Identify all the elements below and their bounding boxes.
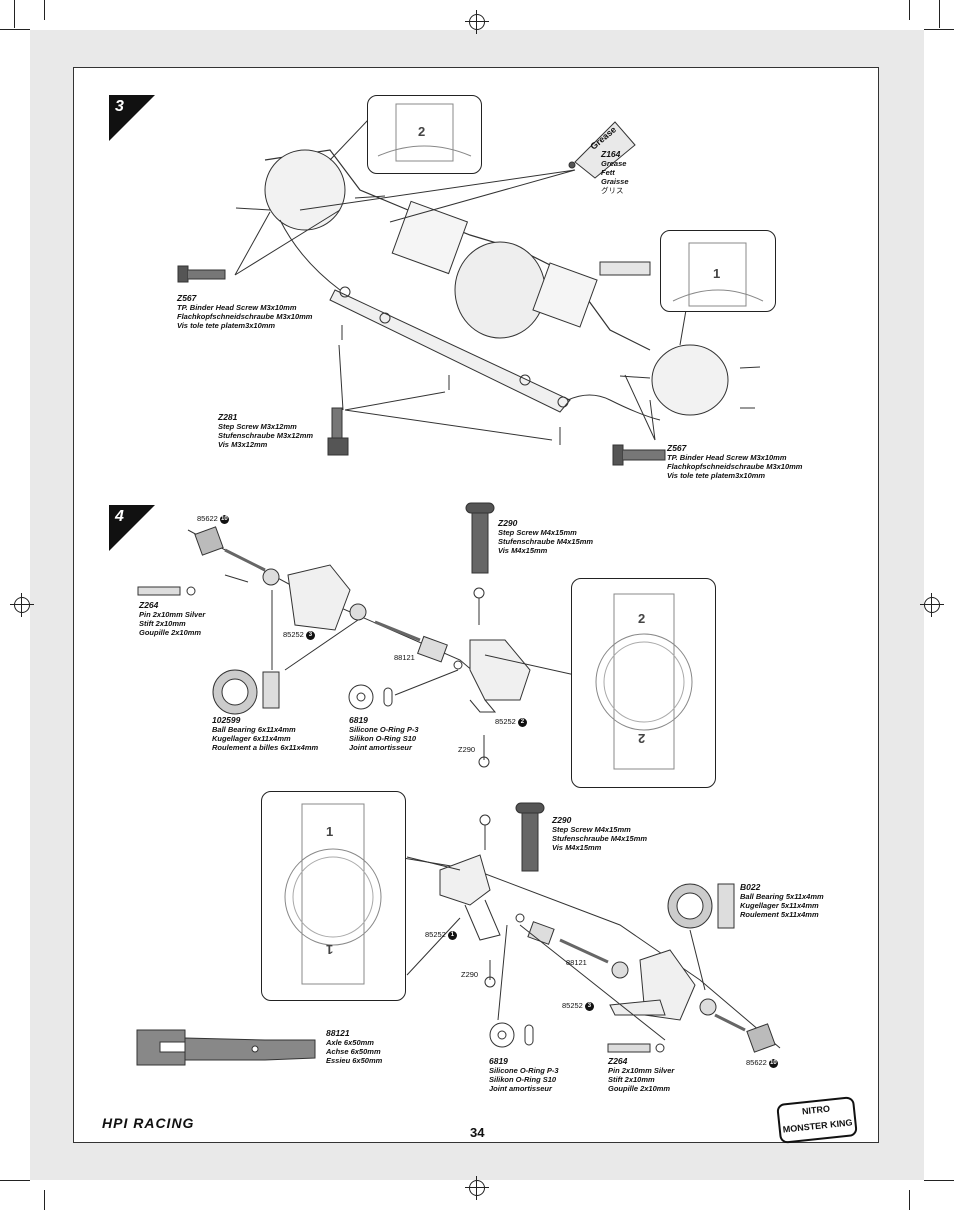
detail-inset-1: 1 <box>660 230 776 312</box>
callout: Z290 <box>461 970 479 979</box>
registration-mark-icon <box>465 1176 489 1200</box>
crop-mark <box>909 0 910 20</box>
crop-mark <box>14 0 15 28</box>
callout: Z290 <box>458 745 476 754</box>
crop-mark <box>909 1190 910 1210</box>
inset-number: 2 <box>638 611 646 626</box>
inset-number: 1 <box>326 824 334 839</box>
step-4-badge: 4 <box>109 505 155 551</box>
inset-number: 2 <box>638 731 646 746</box>
part-label-z281: Z281 Step Screw M3x12mm Stufenschraube M… <box>218 412 314 450</box>
part-label-z164: Z164 Grease Fett Graisse グリス <box>601 149 629 196</box>
crop-mark <box>939 0 940 28</box>
registration-mark-icon <box>465 10 489 34</box>
inset-number: 1 <box>326 942 334 957</box>
part-label-z290: Z290 Step Screw M4x15mm Stufenschraube M… <box>498 518 594 556</box>
registration-mark-icon <box>920 593 944 617</box>
part-label-z264: Z264 Pin 2x10mm Silver Stift 2x10mm Goup… <box>139 600 206 638</box>
crop-mark <box>0 29 30 30</box>
step-3-badge: 3 <box>109 95 155 141</box>
callout: 88121 <box>566 958 587 967</box>
crop-mark <box>924 1180 954 1181</box>
inset-number: 1 <box>713 266 721 281</box>
crop-mark <box>44 1190 45 1210</box>
crop-mark <box>924 29 954 30</box>
detail-inset-knuckle-1: 1 1 <box>261 791 406 1001</box>
part-label-z567: Z567 TP. Binder Head Screw M3x10mm Flach… <box>177 293 313 331</box>
detail-inset-2: 2 <box>367 95 482 174</box>
part-label-6819: 6819 Silicone O-Ring P-3 Silikon O-Ring … <box>349 715 419 753</box>
part-label-z290: Z290 Step Screw M4x15mm Stufenschraube M… <box>552 815 648 853</box>
part-label-b022: B022 Ball Bearing 5x11x4mm Kugellager 5x… <box>740 882 824 920</box>
inset-number: 2 <box>418 124 426 139</box>
part-label-z264: Z264 Pin 2x10mm Silver Stift 2x10mm Goup… <box>608 1056 675 1094</box>
callout: 88121 <box>394 653 415 662</box>
part-label-88121: 88121 Axle 6x50mm Achse 6x50mm Essieu 6x… <box>326 1028 383 1066</box>
hpi-racing-logo: HPI RACING <box>102 1115 195 1131</box>
nitro-monster-king-logo: NITRO MONSTER KING <box>776 1096 858 1144</box>
part-label-102599: 102599 Ball Bearing 6x11x4mm Kugellager … <box>212 715 319 753</box>
page-number: 34 <box>470 1125 485 1140</box>
detail-inset-knuckle-2: 2 2 <box>571 578 716 788</box>
registration-mark-icon <box>10 593 34 617</box>
crop-mark <box>0 1180 30 1181</box>
part-label-6819: 6819 Silicone O-Ring P-3 Silikon O-Ring … <box>489 1056 559 1094</box>
crop-mark <box>44 0 45 20</box>
part-label-z567: Z567 TP. Binder Head Screw M3x10mm Flach… <box>667 443 803 481</box>
